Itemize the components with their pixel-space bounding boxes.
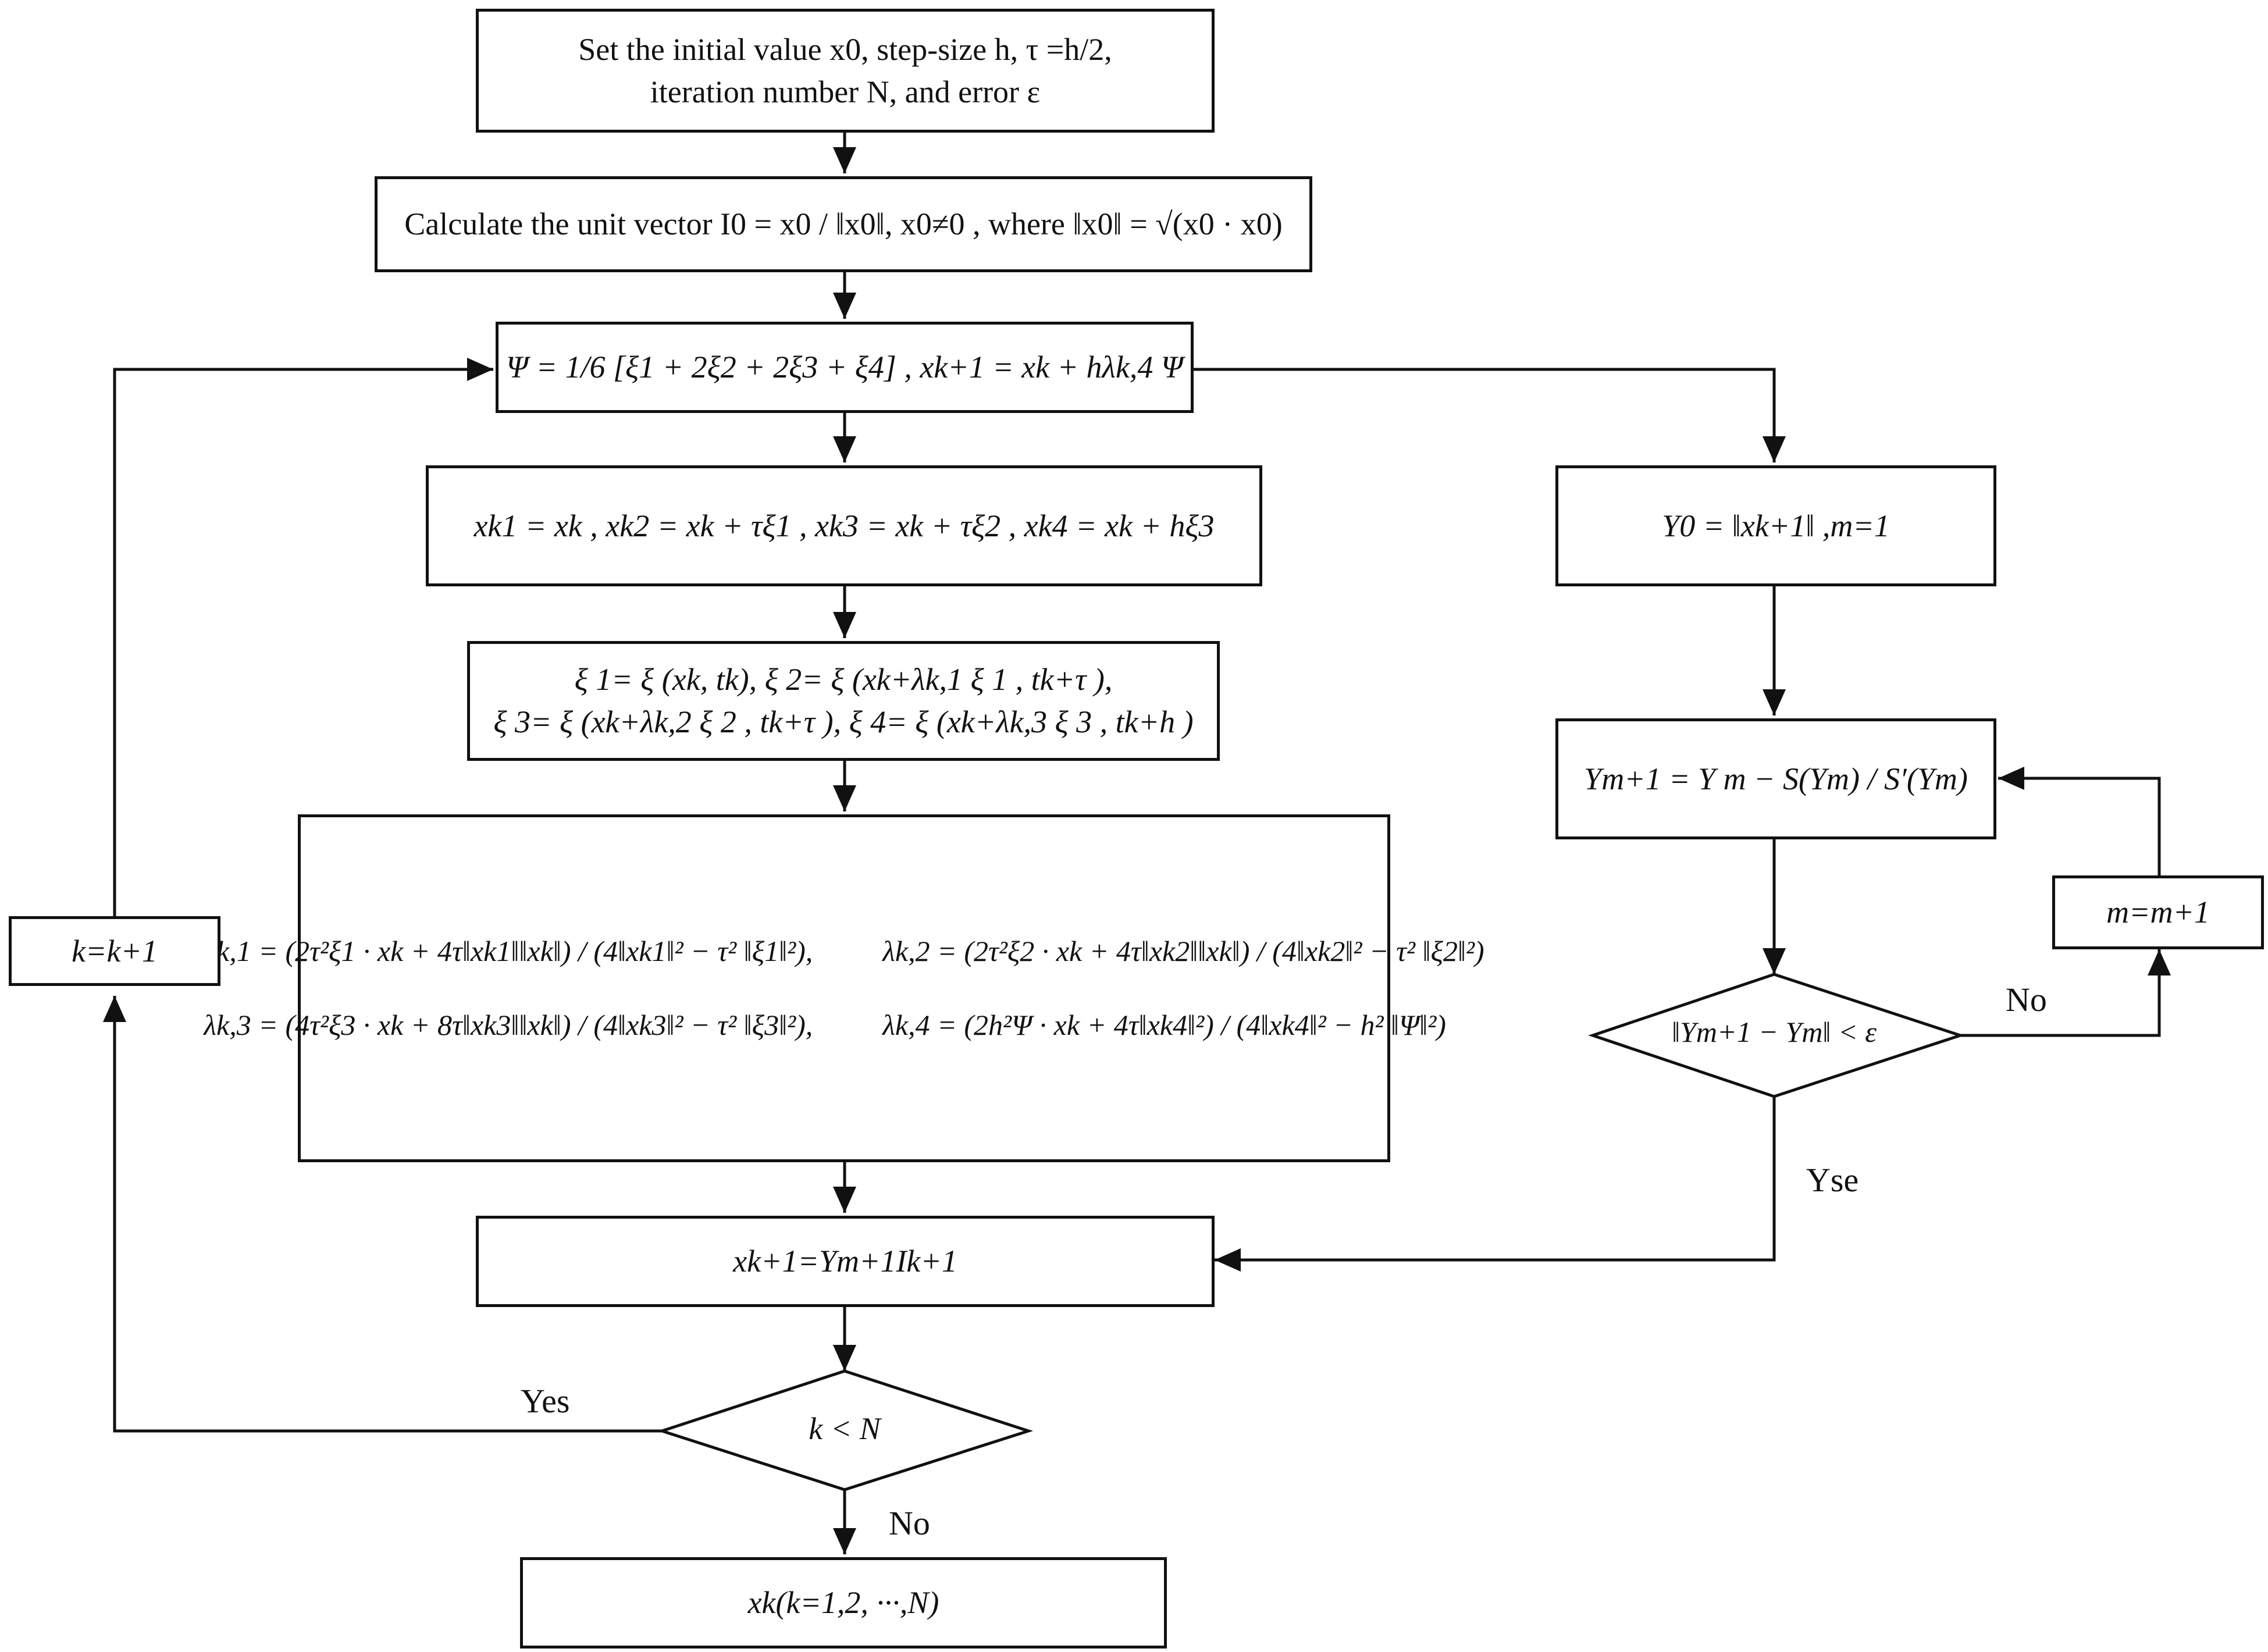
increment-m-text: m=m+1	[2106, 895, 2210, 930]
lambda-4: λk,4 = (2h²Ψ · xk + 4τ‖xk4‖²) / (4‖xk4‖²…	[882, 1009, 1446, 1041]
increment-k-text: k=k+1	[72, 933, 158, 969]
node-init: Set the initial value x0, step-size h, τ…	[476, 9, 1215, 133]
label-converge-no: No	[2006, 981, 2047, 1019]
lambda-1: λk,1 = (2τ²ξ1 · xk + 4τ‖xk1‖‖xk‖) / (4‖x…	[204, 934, 813, 967]
psi-text: Ψ = 1/6 [ξ1 + 2ξ2 + 2ξ3 + ξ4] , xk+1 = x…	[506, 350, 1183, 385]
edge-increment-m-to-newton	[1998, 767, 2161, 875]
decision-converge-check	[1588, 973, 1966, 1098]
edge-converge-no-to-increment-m	[1960, 949, 2171, 1037]
update-text: xk+1=Ym+1Ik+1	[733, 1244, 957, 1279]
node-y0: Y0 = ‖xk+1‖ ,m=1	[1555, 465, 1996, 586]
node-xi: ξ 1= ξ (xk, tk), ξ 2= ξ (xk+λk,1 ξ 1 , t…	[467, 641, 1220, 761]
node-psi: Ψ = 1/6 [ξ1 + 2ξ2 + 2ξ3 + ξ4] , xk+1 = x…	[496, 322, 1194, 413]
lambda-grid: λk,1 = (2τ²ξ1 · xk + 4τ‖xk1‖‖xk‖) / (4‖x…	[204, 932, 1484, 1045]
loop-check-text: k < N	[809, 1411, 881, 1446]
stages-text: xk1 = xk , xk2 = xk + τξ1 , xk3 = xk + τ…	[473, 508, 1215, 543]
node-increment-m: m=m+1	[2052, 875, 2264, 949]
output-text: xk(k=1,2, ···,N)	[747, 1585, 939, 1621]
unit-vector-text: Calculate the unit vector I0 = x0 / ‖x0‖…	[404, 206, 1283, 242]
node-newton: Ym+1 = Y m − S(Ym) / S′(Ym)	[1555, 718, 1996, 839]
edge-check-yes-to-increment	[103, 996, 662, 1433]
label-loop-no: No	[889, 1504, 930, 1542]
converge-check-text: ‖Ym+1 − Ym‖ < ε	[1672, 1016, 1877, 1048]
node-update: xk+1=Ym+1Ik+1	[476, 1216, 1215, 1307]
node-lambda: λk,1 = (2τ²ξ1 · xk + 4τ‖xk1‖‖xk‖) / (4‖x…	[204, 814, 1484, 1162]
y0-text: Y0 = ‖xk+1‖ ,m=1	[1662, 508, 1890, 543]
newton-text: Ym+1 = Y m − S(Ym) / S′(Ym)	[1584, 761, 1968, 796]
edge-increment-to-psi	[113, 358, 493, 916]
node-stages: xk1 = xk , xk2 = xk + τξ1 , xk3 = xk + τ…	[426, 465, 1262, 586]
node-increment-k: k=k+1	[9, 916, 220, 986]
edge-converge-yes-to-update	[1215, 1096, 1776, 1272]
init-line-1: Set the initial value x0, step-size h, τ…	[578, 31, 1112, 67]
node-unit-vector: Calculate the unit vector I0 = x0 / ‖x0‖…	[375, 176, 1312, 272]
label-converge-yes: Yse	[1806, 1161, 1859, 1199]
decision-loop-check	[657, 1369, 1034, 1491]
xi-line-1: ξ 1= ξ (xk, tk), ξ 2= ξ (xk+λk,1 ξ 1 , t…	[574, 662, 1113, 697]
lambda-3: λk,3 = (4τ²ξ3 · xk + 8τ‖xk3‖‖xk‖) / (4‖x…	[204, 1009, 813, 1041]
lambda-2: λk,2 = (2τ²ξ2 · xk + 4τ‖xk2‖‖xk‖) / (4‖x…	[882, 934, 1484, 967]
xi-line-2: ξ 3= ξ (xk+λk,2 ξ 2 , tk+τ ), ξ 4= ξ (xk…	[493, 704, 1194, 739]
node-output: xk(k=1,2, ···,N)	[520, 1557, 1167, 1649]
edge-psi-to-y0	[1194, 368, 1786, 462]
init-line-2: iteration number N, and error ε	[650, 74, 1041, 109]
label-loop-yes: Yes	[521, 1382, 570, 1420]
